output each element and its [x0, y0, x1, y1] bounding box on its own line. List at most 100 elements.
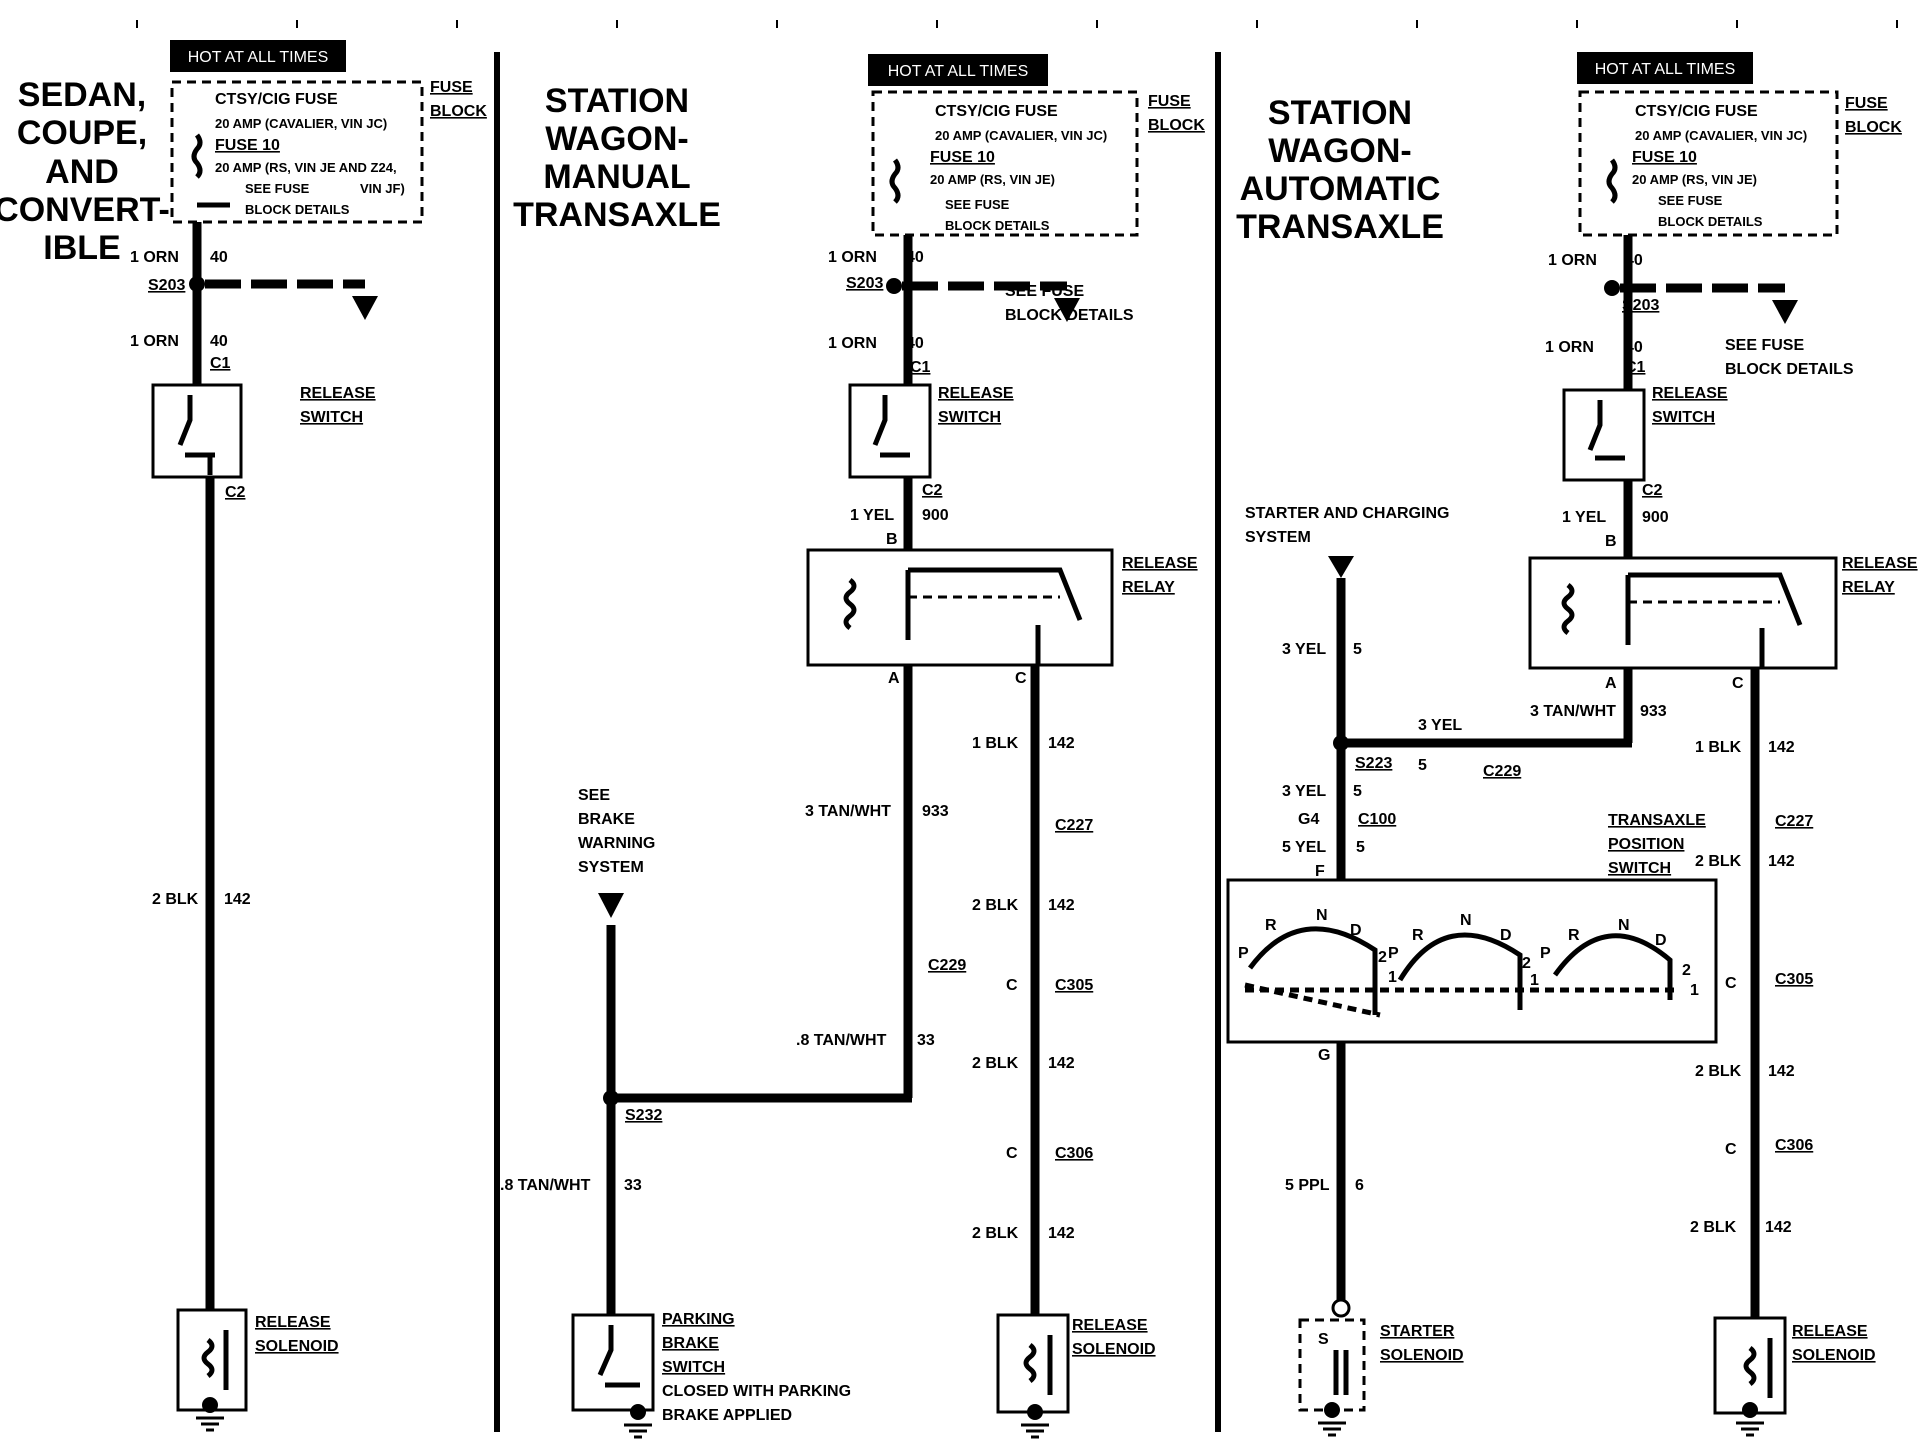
block-details-label: BLOCK DETAILS: [1725, 361, 1854, 378]
ground-icon: [194, 1416, 226, 1432]
circuit-label: 142: [1765, 1219, 1792, 1236]
ground-icon: [622, 1423, 654, 1439]
circuit-label: 5: [1356, 839, 1365, 856]
circuit-label: 40: [1625, 252, 1643, 269]
solenoid-label: RELEASE: [1792, 1323, 1868, 1340]
wire-label: 1 ORN: [1548, 252, 1597, 269]
circuit-label: 5: [1353, 783, 1362, 800]
fuse10-label: FUSE 10: [930, 149, 995, 166]
amp-rating: 20 AMP (RS, VIN JE): [930, 172, 1055, 187]
circuit-label: 40: [906, 249, 924, 266]
fuse-block-box: [170, 80, 424, 224]
circuit-label: 6: [1355, 1177, 1364, 1194]
connector-label: C100: [1358, 811, 1396, 828]
circuit-label: 142: [1048, 897, 1075, 914]
block-details-label: BLOCK DETAILS: [945, 218, 1050, 233]
circuit-label: 933: [922, 803, 949, 820]
arrow-fuse-details: [352, 296, 378, 320]
title-line: COUPE,: [17, 114, 147, 152]
amp-rating: 20 AMP (CAVALIER, VIN JC): [215, 116, 387, 131]
pin-label: C: [1732, 675, 1744, 692]
title-line: MANUAL: [543, 158, 690, 196]
gear-d: D: [1350, 922, 1362, 939]
ground-icon: [1316, 1421, 1348, 1437]
brake-note: SEE: [578, 787, 610, 804]
gear-n: N: [1460, 912, 1472, 929]
gear-r: R: [1412, 927, 1424, 944]
connector-label: C1: [910, 359, 931, 376]
fuse-block-label: FUSE: [1845, 95, 1888, 112]
circuit-label: 40: [210, 333, 228, 350]
circuit-label: 40: [906, 335, 924, 352]
hot-label: HOT AT ALL TIMES: [1595, 61, 1736, 78]
hot-banner: [1577, 52, 1753, 84]
see-fuse-label: SEE FUSE: [1658, 193, 1723, 208]
parking-label: BRAKE: [662, 1335, 719, 1352]
gear-2: 2: [1378, 949, 1387, 966]
block-details-label: BLOCK DETAILS: [245, 202, 350, 217]
section-auto-title: STATION WAGON- AUTOMATIC TRANSAXLE: [1236, 94, 1444, 246]
amp-rating: 20 AMP (RS, VIN JE AND Z24,: [215, 160, 397, 175]
splice-label: S203: [846, 275, 883, 292]
title-line: STATION: [545, 82, 689, 120]
hot-banner: [868, 54, 1048, 86]
see-fuse-label: SEE FUSE: [245, 181, 310, 196]
wire-label: 2 BLK: [152, 891, 199, 908]
tps-label: POSITION: [1608, 836, 1684, 853]
pin-label: C: [1725, 1141, 1737, 1158]
connector-label: C227: [1055, 817, 1093, 834]
circuit-label: 900: [1642, 509, 1669, 526]
circuit-label: 142: [1768, 1063, 1795, 1080]
circuit-label: 142: [1048, 1055, 1075, 1072]
solenoid-label: RELEASE: [255, 1314, 331, 1331]
parking-label: CLOSED WITH PARKING: [662, 1383, 851, 1400]
amp-rating: 20 AMP (CAVALIER, VIN JC): [935, 128, 1107, 143]
solenoid-label: SOLENOID: [255, 1338, 339, 1355]
fuse-symbol: [191, 133, 203, 179]
solenoid-label: RELEASE: [1072, 1317, 1148, 1334]
wire-label: 2 BLK: [1695, 1063, 1742, 1080]
wire-label: 5 YEL: [1282, 839, 1326, 856]
connector-label: C306: [1775, 1137, 1813, 1154]
wire-label: 1 BLK: [972, 735, 1019, 752]
hot-label: HOT AT ALL TIMES: [188, 49, 329, 66]
wire-label: 3 TAN/WHT: [1530, 703, 1616, 720]
release-solenoid: [176, 1308, 248, 1412]
splice-label: S232: [625, 1107, 662, 1124]
circuit-label: 933: [1640, 703, 1667, 720]
fuse-block-label: BLOCK: [430, 103, 487, 120]
amp-rating: 20 AMP (RS, VIN JE): [1632, 172, 1757, 187]
wire-label: 1 YEL: [850, 507, 894, 524]
starter-solenoid: [1298, 1318, 1366, 1412]
pin-label: C: [1015, 670, 1027, 687]
fuse-block-label: BLOCK: [1845, 119, 1902, 136]
connector-label: C2: [225, 484, 246, 501]
splice-label: S223: [1355, 755, 1392, 772]
connector-label: C229: [1483, 763, 1521, 780]
wire-label: 1 ORN: [828, 335, 877, 352]
release-switch: [848, 383, 932, 479]
wire-label: .8 TAN/WHT: [796, 1032, 887, 1049]
wire-label: 1 ORN: [828, 249, 877, 266]
title-line: SEDAN,: [18, 76, 146, 114]
see-fuse-label: SEE FUSE: [945, 197, 1010, 212]
switch-label: RELEASE: [938, 385, 1014, 402]
starter-label: STARTER: [1380, 1323, 1455, 1340]
circuit-label: 40: [210, 249, 228, 266]
title-line: WAGON-: [1268, 132, 1412, 170]
see-fuse-label: SEE FUSE: [1005, 283, 1084, 300]
wire-label: .8 TAN/WHT: [500, 1177, 591, 1194]
splice-s203: [1604, 280, 1620, 296]
wire-label: 1 YEL: [1562, 509, 1606, 526]
gear-n: N: [1316, 907, 1328, 924]
connector-label: C227: [1775, 813, 1813, 830]
pin-label: B: [1605, 533, 1617, 550]
ctsy-fuse-label: CTSY/CIG FUSE: [935, 103, 1058, 120]
ctsy-fuse-label: CTSY/CIG FUSE: [1635, 103, 1758, 120]
parking-label: BRAKE APPLIED: [662, 1407, 792, 1424]
gear-d: D: [1655, 932, 1667, 949]
fuse10-label: FUSE 10: [215, 137, 280, 154]
connector-label: C229: [928, 957, 966, 974]
wire-label: 3 YEL: [1418, 717, 1462, 734]
wire-label: 2 BLK: [972, 1225, 1019, 1242]
